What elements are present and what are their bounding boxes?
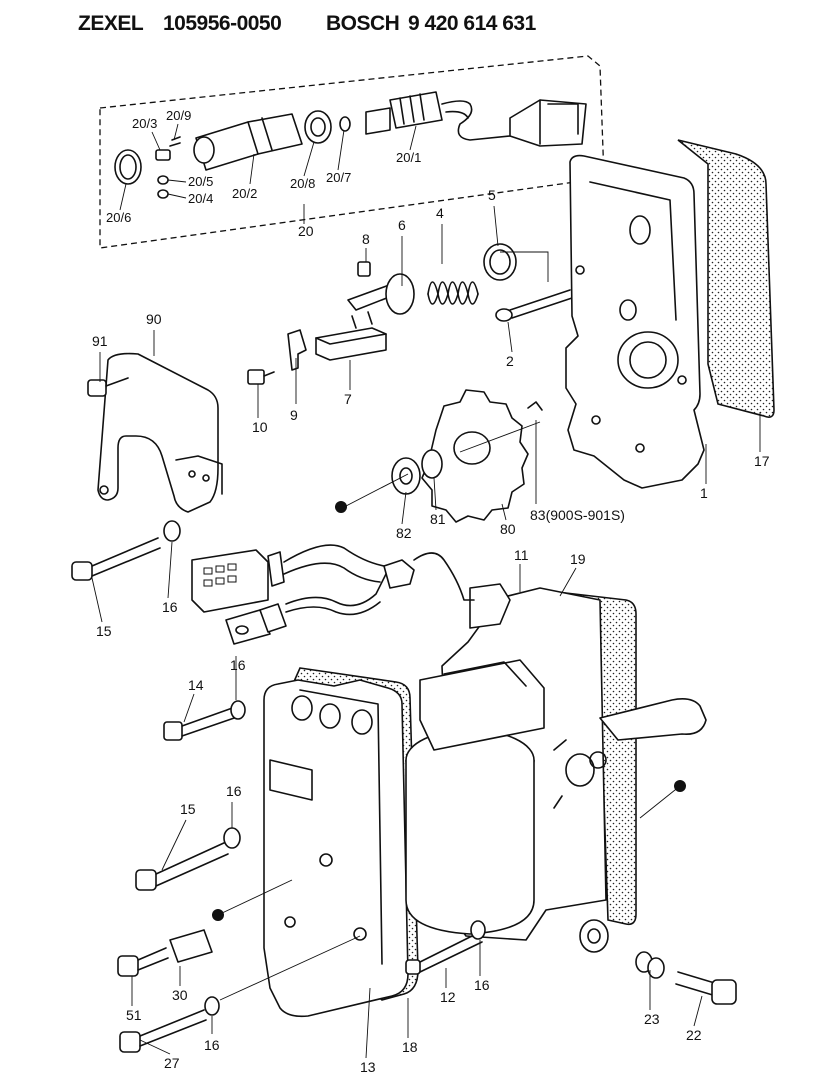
label-17: 17	[754, 453, 770, 469]
label-91: 91	[92, 333, 108, 349]
label-20-4: 20/4	[188, 191, 213, 206]
zexel-part-number: 105956-0050	[163, 12, 282, 35]
label-16-e: 16	[204, 1037, 220, 1053]
cover-13	[212, 667, 419, 1018]
label-20-3: 20/3	[132, 116, 157, 131]
label-8: 8	[362, 231, 370, 247]
label-4: 4	[436, 205, 444, 221]
label-16-b: 16	[230, 657, 246, 673]
label-18: 18	[402, 1039, 418, 1055]
label-10: 10	[252, 419, 268, 435]
label-20-8: 20/8	[290, 176, 315, 191]
governor-lever-parts	[247, 243, 573, 385]
label-82: 82	[396, 525, 412, 541]
label-5: 5	[488, 187, 496, 203]
bosch-part-number: 9 420 614 631	[408, 12, 536, 35]
label-20-1: 20/1	[396, 150, 421, 165]
label-12: 12	[440, 989, 456, 1005]
label-1: 1	[700, 485, 708, 501]
label-20-2: 20/2	[232, 186, 257, 201]
wiring-harness	[191, 544, 415, 645]
label-30: 30	[172, 987, 188, 1003]
label-6: 6	[398, 217, 406, 233]
label-15: 15	[96, 623, 112, 639]
fasteners	[117, 700, 737, 1053]
label-15-b: 15	[180, 801, 196, 817]
label-20-7: 20/7	[326, 170, 351, 185]
brand-zexel: ZEXEL	[78, 12, 144, 35]
label-20-5: 20/5	[188, 174, 213, 189]
sensor-assembly-20	[99, 55, 605, 249]
label-20-6: 20/6	[106, 210, 131, 225]
leader-lines	[91, 123, 761, 1059]
label-80: 80	[500, 521, 516, 537]
part-labels: 20/3 20/9 20/5 20/4 20/6 20/2 20/8 20/7 …	[92, 108, 770, 1075]
label-7: 7	[344, 391, 352, 407]
label-13: 13	[360, 1059, 376, 1075]
label-23: 23	[644, 1011, 660, 1027]
upper-housing-1	[500, 139, 775, 489]
label-20: 20	[298, 223, 314, 239]
label-20-9: 20/9	[166, 108, 191, 123]
lower-housing-assembly	[405, 552, 707, 953]
brand-bosch: BOSCH	[326, 12, 400, 35]
label-9: 9	[290, 407, 298, 423]
gear-parts	[335, 389, 543, 523]
label-27: 27	[164, 1055, 180, 1071]
label-11: 11	[514, 547, 529, 563]
label-90: 90	[146, 311, 162, 327]
label-51: 51	[126, 1007, 142, 1023]
diagram-header: ZEXEL 105956-0050 BOSCH 9 420 614 631	[78, 12, 778, 42]
label-14: 14	[188, 677, 204, 693]
bracket-90	[71, 352, 223, 581]
label-16-d: 16	[474, 977, 490, 993]
label-81: 81	[430, 511, 446, 527]
label-2: 2	[506, 353, 514, 369]
label-16: 16	[162, 599, 178, 615]
label-83: 83(900S-901S)	[530, 507, 625, 523]
label-22: 22	[686, 1027, 702, 1043]
label-19: 19	[570, 551, 586, 567]
label-16-c: 16	[226, 783, 242, 799]
